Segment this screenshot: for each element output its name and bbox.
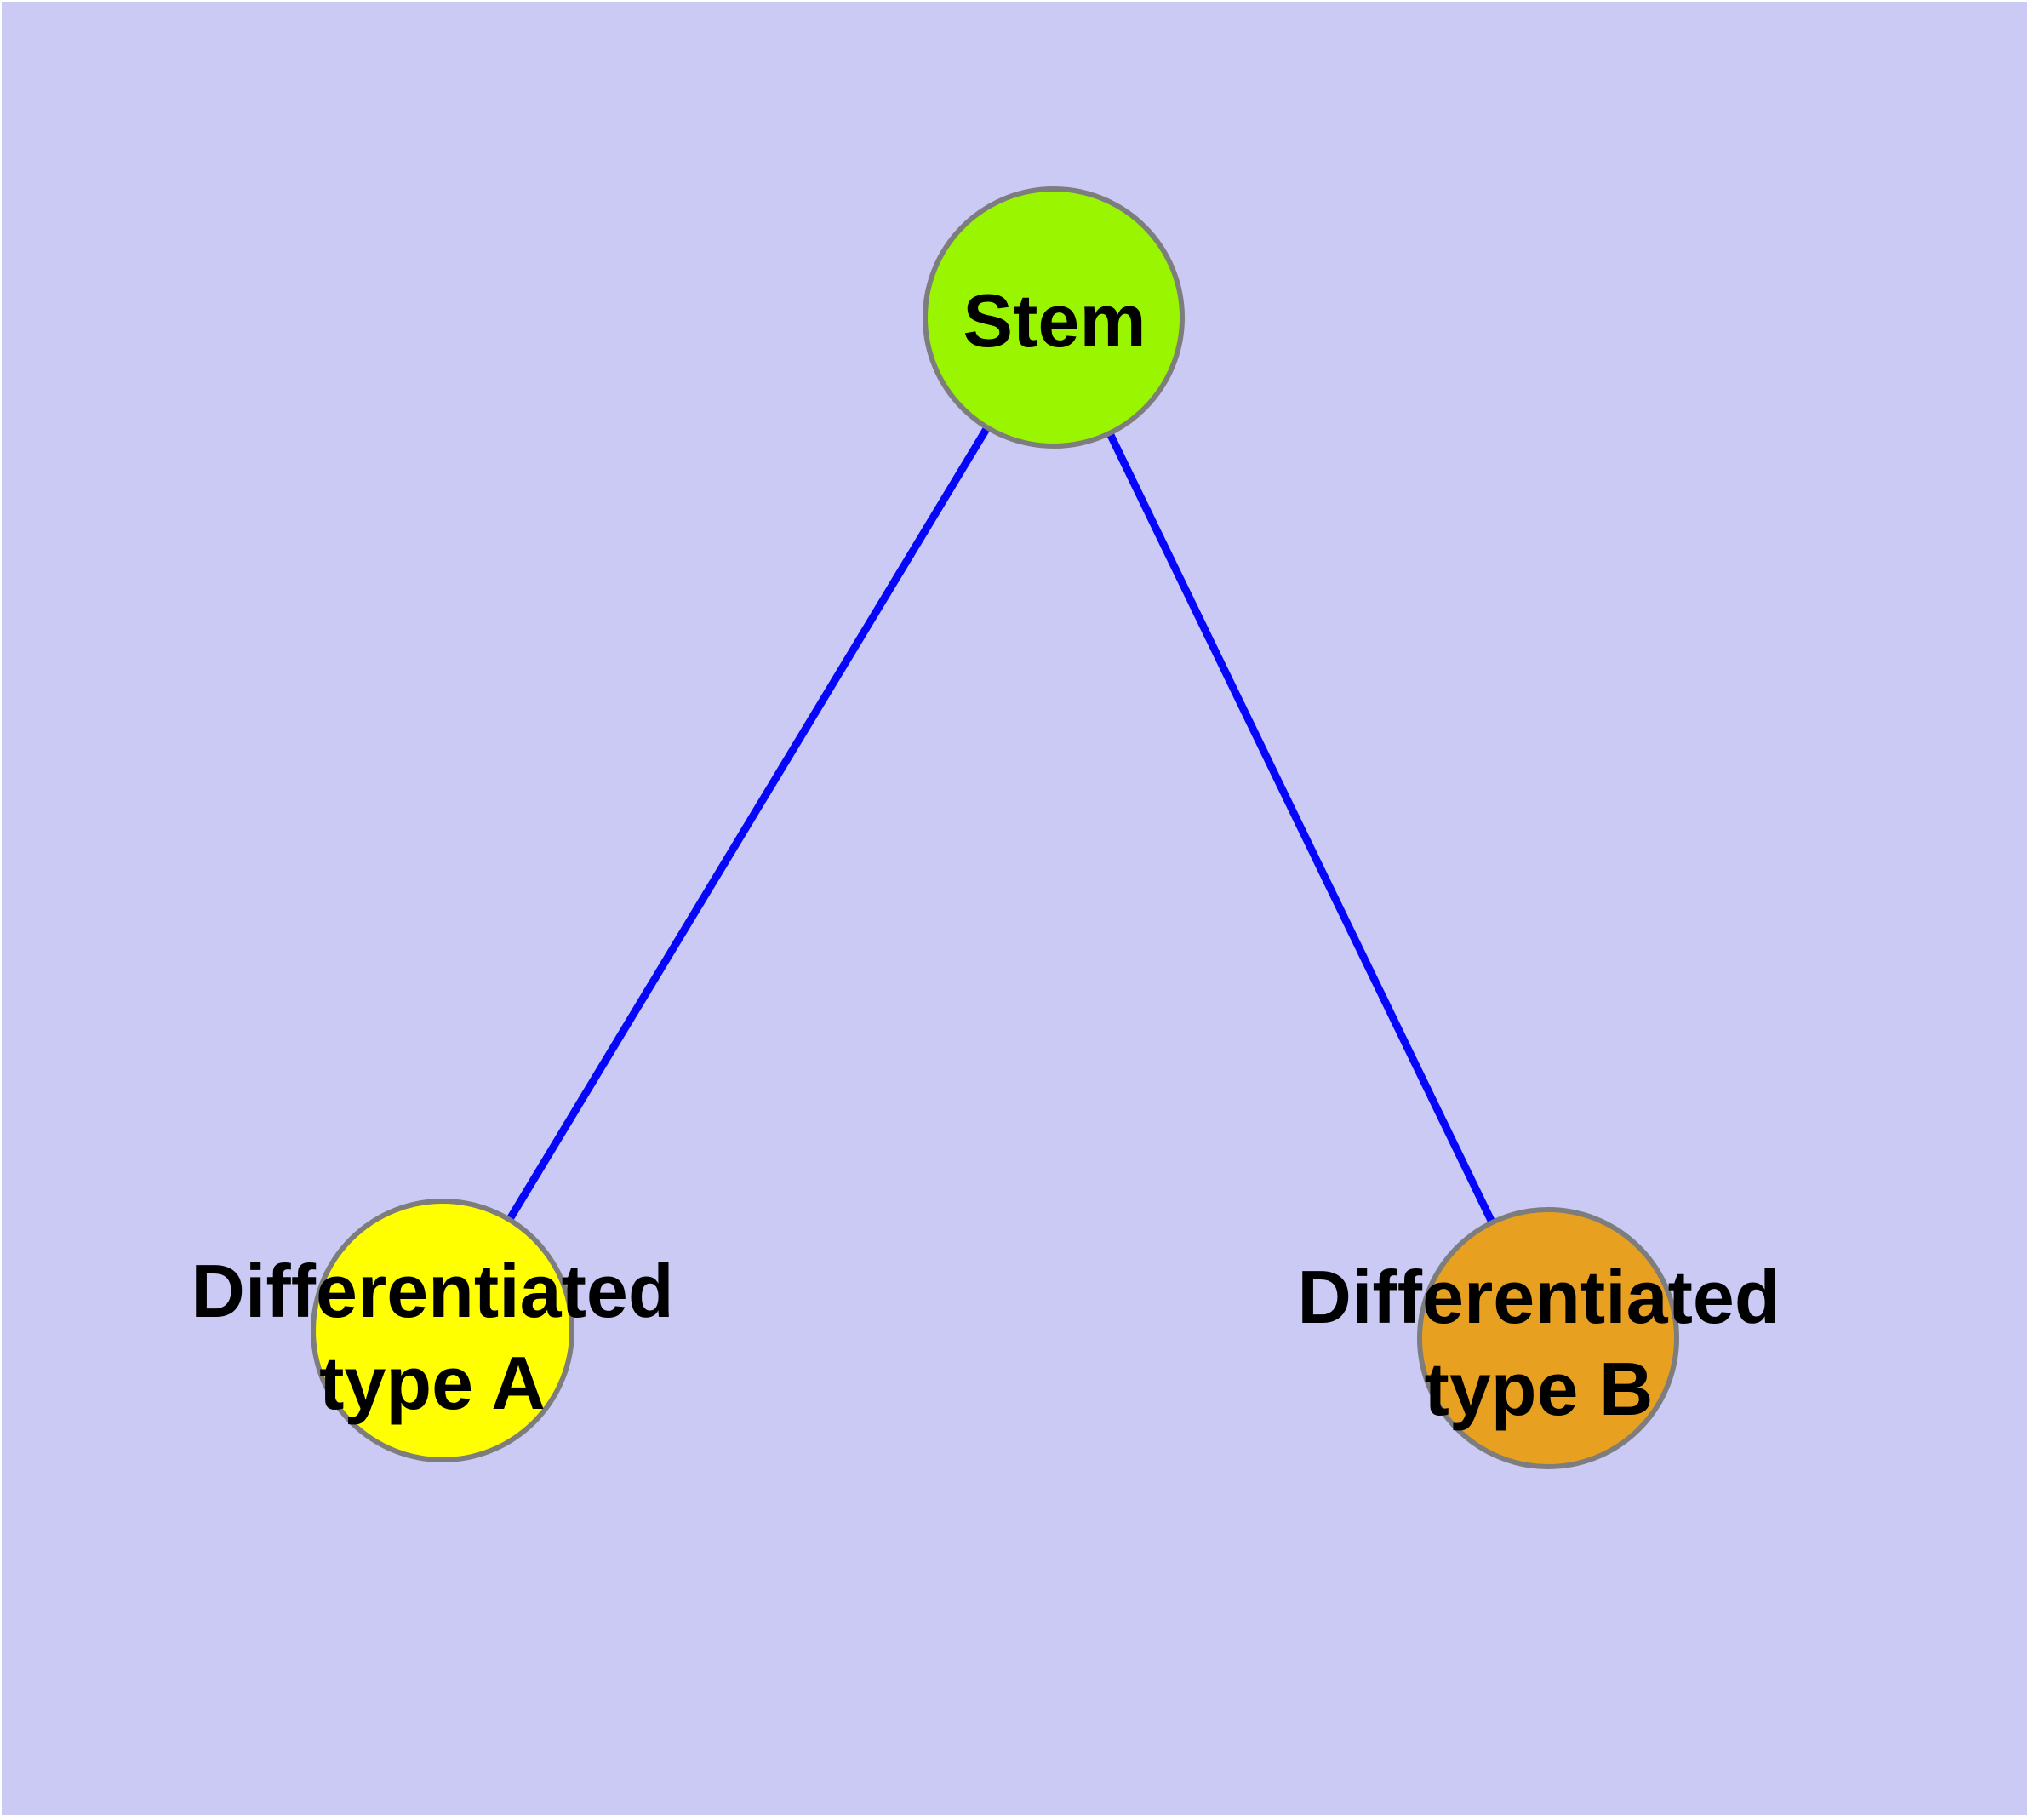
node-stem-label: Stem xyxy=(963,275,1146,367)
node-stem-label-line: Stem xyxy=(963,278,1146,363)
node-type-a-circle xyxy=(311,1199,574,1462)
node-type-a-label: Differentiated type A xyxy=(191,1245,673,1429)
edge-stem-to-type-b xyxy=(1049,316,1552,1340)
node-type-b-label-line2: type B xyxy=(1424,1347,1654,1431)
node-type-b-label: Differentiated type B xyxy=(1297,1251,1780,1435)
node-type-b-label-line1: Differentiated xyxy=(1297,1255,1780,1339)
node-stem-circle xyxy=(923,186,1185,449)
node-type-a-label-line2: type A xyxy=(319,1341,546,1425)
node-type-b-circle xyxy=(1417,1207,1679,1469)
edge-stem-to-type-a xyxy=(439,315,1057,1333)
node-type-a-label-line1: Differentiated xyxy=(191,1249,674,1333)
